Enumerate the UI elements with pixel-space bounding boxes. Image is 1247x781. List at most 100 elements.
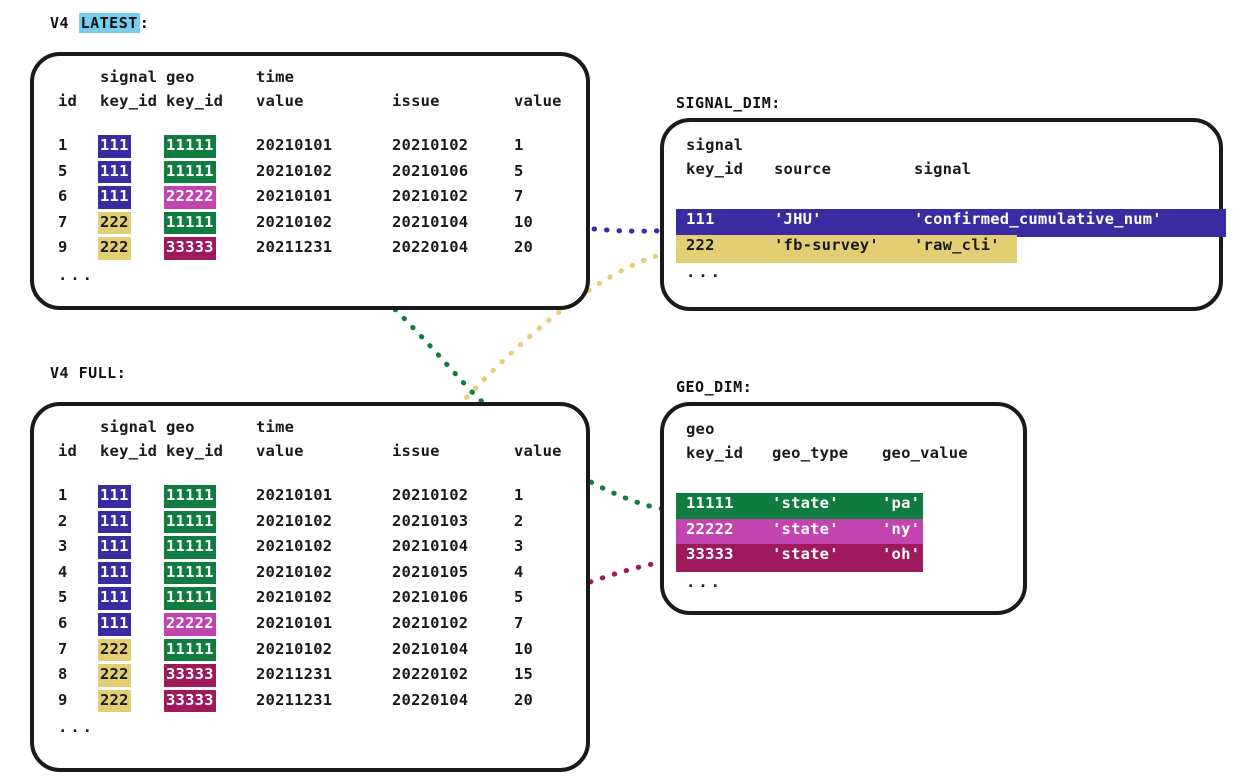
latest-header-time: time [256, 68, 295, 86]
latest-row-id: 1 [58, 136, 68, 154]
full-row-signal-key-id[interactable]: 222 [98, 664, 131, 687]
latest-row-geo-key-id[interactable]: 11111 [164, 135, 216, 158]
full-row-id: 5 [58, 588, 68, 607]
geo-dim-row-key-id[interactable]: 11111 [686, 494, 734, 512]
full-row-value: 10 [514, 639, 534, 658]
geo-dim-row-col2: 'state' [772, 545, 839, 564]
full-header-geo-keyid: key_id [166, 442, 224, 460]
geo-dim-row-col3: 'oh' [882, 545, 921, 564]
signal-dim-row-key-id[interactable]: 111 [686, 210, 715, 228]
full-row-time-value: 20211231 [256, 690, 333, 709]
full-row-id: 7 [58, 639, 68, 658]
latest-header-signal-keyid: key_id [100, 92, 158, 110]
latest-row-time-value: 20211231 [256, 238, 333, 257]
geo-dim-ellipsis: ... [686, 572, 723, 591]
geo-dim-header-col2: geo_type [772, 444, 849, 462]
full-row-time-value: 20210102 [256, 588, 333, 607]
full-row-geo-key-id[interactable]: 11111 [164, 638, 216, 662]
full-row-geo-key-id[interactable]: 11111 [164, 587, 216, 610]
full-row-signal-key-id[interactable]: 111 [98, 561, 131, 585]
full-row-value: 1 [514, 486, 524, 504]
full-row-geo-key-id[interactable]: 11111 [164, 485, 216, 508]
full-row-geo-key-id[interactable]: 11111 [164, 561, 216, 585]
latest-row-issue: 20210104 [392, 212, 469, 231]
full-row-signal-key-id[interactable]: 111 [98, 613, 131, 636]
latest-row-time-value: 20210101 [256, 187, 333, 206]
latest-caption-prefix: V4 [50, 14, 79, 32]
full-row-time-value: 20210102 [256, 537, 333, 556]
geo-dim-caption: GEO_DIM: [676, 378, 753, 396]
signal-dim-row-col2: 'JHU' [774, 210, 822, 228]
full-row-issue: 20220102 [392, 665, 469, 684]
latest-row-value: 1 [514, 136, 524, 154]
latest-row-geo-key-id[interactable]: 33333 [164, 237, 216, 260]
signal-dim-row-band [676, 234, 1017, 263]
full-row-signal-key-id[interactable]: 111 [98, 510, 131, 534]
latest-row-signal-key-id[interactable]: 222 [98, 211, 131, 235]
full-row-geo-key-id[interactable]: 33333 [164, 664, 216, 687]
full-row-geo-key-id[interactable]: 33333 [164, 689, 216, 713]
full-row-value: 7 [514, 614, 524, 632]
full-row-id: 6 [58, 614, 68, 632]
full-row-time-value: 20210102 [256, 511, 333, 530]
latest-row-geo-key-id[interactable]: 22222 [164, 186, 216, 209]
latest-row-signal-key-id[interactable]: 111 [98, 135, 131, 158]
full-header-signal-keyid: key_id [100, 442, 158, 460]
full-row-issue: 20220104 [392, 690, 469, 709]
full-header-val: value [514, 442, 562, 460]
full-row-signal-key-id[interactable]: 222 [98, 689, 131, 713]
geo-dim-row-col2: 'state' [772, 519, 839, 538]
latest-caption-highlight: LATEST [78, 13, 140, 33]
signal-dim-header-col2: source [774, 160, 832, 178]
geo-dim-row-key-id[interactable]: 22222 [686, 519, 734, 538]
full-row-time-value: 20210102 [256, 639, 333, 658]
full-row-geo-key-id[interactable]: 11111 [164, 510, 216, 534]
latest-row-geo-key-id[interactable]: 11111 [164, 211, 216, 235]
full-row-signal-key-id[interactable]: 111 [98, 485, 131, 508]
latest-caption-suffix: : [139, 14, 150, 32]
connector-green [229, 225, 675, 513]
latest-header-value: value [256, 92, 304, 110]
latest-ellipsis: ... [58, 266, 95, 284]
full-row-signal-key-id[interactable]: 111 [98, 587, 131, 610]
latest-header-id: id [58, 92, 78, 110]
full-row-geo-key-id[interactable]: 11111 [164, 536, 216, 559]
signal-dim-row-key-id[interactable]: 222 [686, 235, 715, 254]
full-row-value: 20 [514, 690, 534, 709]
full-row-value: 15 [514, 665, 534, 684]
signal-dim-ellipsis: ... [686, 263, 723, 282]
full-row-geo-key-id[interactable]: 22222 [164, 613, 216, 636]
full-row-signal-key-id[interactable]: 222 [98, 638, 131, 662]
full-header-signal: signal [100, 418, 158, 436]
full-row-signal-key-id[interactable]: 111 [98, 536, 131, 559]
latest-row-issue: 20210102 [392, 136, 469, 154]
full-row-value: 5 [514, 588, 524, 607]
full-row-value: 4 [514, 562, 524, 581]
latest-row-signal-key-id[interactable]: 111 [98, 160, 131, 184]
signal-dim-header-line1: signal [686, 136, 744, 154]
latest-row-value: 7 [514, 187, 524, 206]
full-row-issue: 20210106 [392, 588, 469, 607]
geo-dim-header-key-id: key_id [686, 444, 744, 462]
geo-dim-row-key-id[interactable]: 33333 [686, 545, 734, 564]
latest-row-geo-key-id[interactable]: 11111 [164, 160, 216, 184]
latest-row-time-value: 20210102 [256, 212, 333, 231]
latest-row-signal-key-id[interactable]: 111 [98, 186, 131, 209]
latest-row-id: 6 [58, 187, 68, 206]
full-row-issue: 20210103 [392, 511, 469, 530]
geo-dim-header-line1: geo [686, 420, 715, 438]
latest-row-value: 10 [514, 212, 534, 231]
signal-dim-row-band [676, 209, 1226, 237]
latest-row-signal-key-id[interactable]: 222 [98, 237, 131, 260]
full-header-issue: issue [392, 442, 440, 460]
signal-dim-row-col2: 'fb-survey' [774, 235, 879, 254]
full-row-time-value: 20210101 [256, 614, 333, 632]
signal-dim-header-key-id: key_id [686, 160, 744, 178]
latest-row-value: 5 [514, 161, 524, 180]
full-row-issue: 20210102 [392, 486, 469, 504]
full-row-value: 3 [514, 537, 524, 556]
signal-dim-header-col3: signal [914, 160, 972, 178]
latest-row-id: 5 [58, 161, 68, 180]
